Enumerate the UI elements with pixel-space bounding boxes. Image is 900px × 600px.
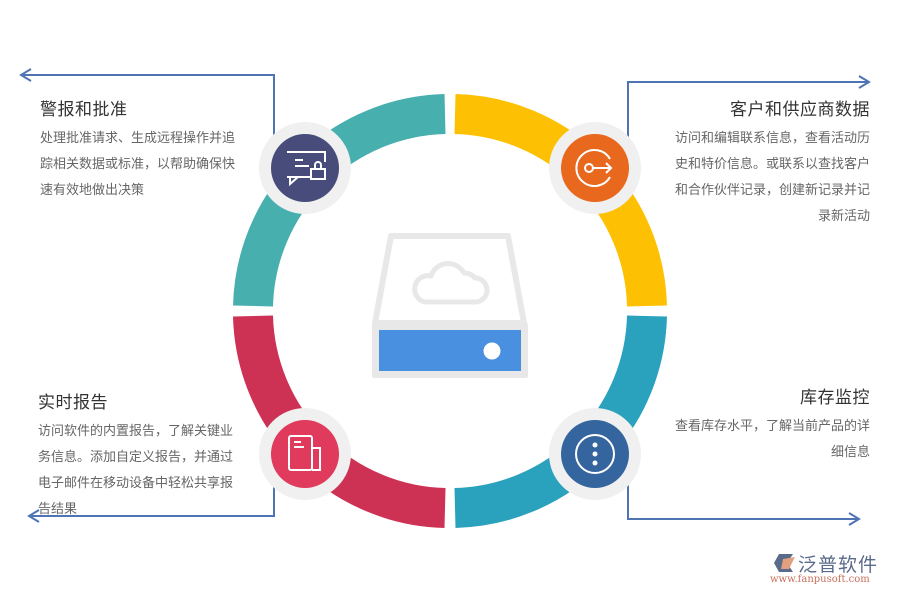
section-description: 处理批准请求、生成远程操作并追 踪相关数据或标准，以帮助确保快 速有效地做出决策 (40, 126, 270, 204)
description-line: 史和特价信息。或联系以查找客户 (674, 157, 870, 172)
icon-badge-reports[interactable] (259, 408, 351, 500)
arrow-head-right-bottom (848, 512, 861, 526)
section-reports: 实时报告 访问软件的内置报告，了解关键业 务信息。添加自定义报告，并通过 电子邮… (38, 391, 268, 523)
description-line: 和合作伙伴记录，创建新记录并记 (674, 183, 870, 198)
section-description: 查看库存水平，了解当前产品的详 细信息 (640, 414, 870, 466)
description-line: 踪相关数据或标准，以帮助确保快 (40, 157, 236, 172)
description-line: 访问软件的内置报告，了解关键业 (38, 424, 234, 439)
logo-url: www.fanpusoft.com (770, 574, 870, 585)
logo-mark-icon (774, 554, 795, 572)
section-title: 客户和供应商数据 (730, 100, 870, 120)
section-customers: 客户和供应商数据 访问和编辑联系信息，查看活动历 史和特价信息。或联系以查找客户… (640, 98, 870, 230)
section-alerts: 警报和批准 处理批准请求、生成远程操作并追 踪相关数据或标准，以帮助确保快 速有… (40, 98, 270, 204)
key-exit-icon (575, 149, 613, 187)
description-line: 电子邮件在移动设备中轻松共享报 (38, 476, 234, 491)
brand-logo: 泛普软件 www.fanpusoft.com (770, 552, 895, 592)
connector-top-left (22, 74, 275, 152)
description-line: 录新活动 (817, 209, 870, 224)
arrow-head-left-top (19, 68, 32, 82)
section-inventory: 库存监控 查看库存水平，了解当前产品的详 细信息 (640, 386, 870, 466)
cloud-storage-drive-icon (372, 233, 528, 378)
section-title: 实时报告 (38, 393, 108, 413)
section-title: 警报和批准 (40, 100, 128, 120)
icon-badge-customers[interactable] (549, 122, 641, 214)
more-options-icon (575, 434, 615, 474)
document-icon (288, 435, 321, 471)
chat-lock-icon (287, 151, 326, 187)
description-line: 细信息 (830, 445, 870, 460)
logo-name: 泛普软件 (798, 554, 879, 576)
connector-bottom-right (627, 485, 858, 520)
description-line: 查看库存水平，了解当前产品的详 (674, 419, 870, 434)
arrow-head-left-bottom (27, 509, 40, 523)
description-line: 速有效地做出决策 (40, 183, 145, 198)
description-line: 务信息。添加自定义报告，并通过 (38, 450, 234, 465)
section-description: 访问软件的内置报告，了解关键业 务信息。添加自定义报告，并通过 电子邮件在移动设… (38, 419, 268, 523)
description-line: 处理批准请求、生成远程操作并追 (40, 131, 236, 146)
arrow-head-right-top (858, 75, 871, 89)
icon-badge-inventory[interactable] (549, 408, 641, 500)
icon-badge-alerts[interactable] (259, 122, 351, 214)
description-line: 告结果 (38, 502, 78, 517)
section-description: 访问和编辑联系信息，查看活动历 史和特价信息。或联系以查找客户 和合作伙伴记录，… (640, 126, 870, 230)
connector-top-right (627, 81, 868, 152)
description-line: 访问和编辑联系信息，查看活动历 (674, 131, 870, 146)
section-title: 库存监控 (800, 388, 870, 408)
connector-bottom-left (30, 485, 275, 517)
connector-lines (19, 68, 871, 526)
